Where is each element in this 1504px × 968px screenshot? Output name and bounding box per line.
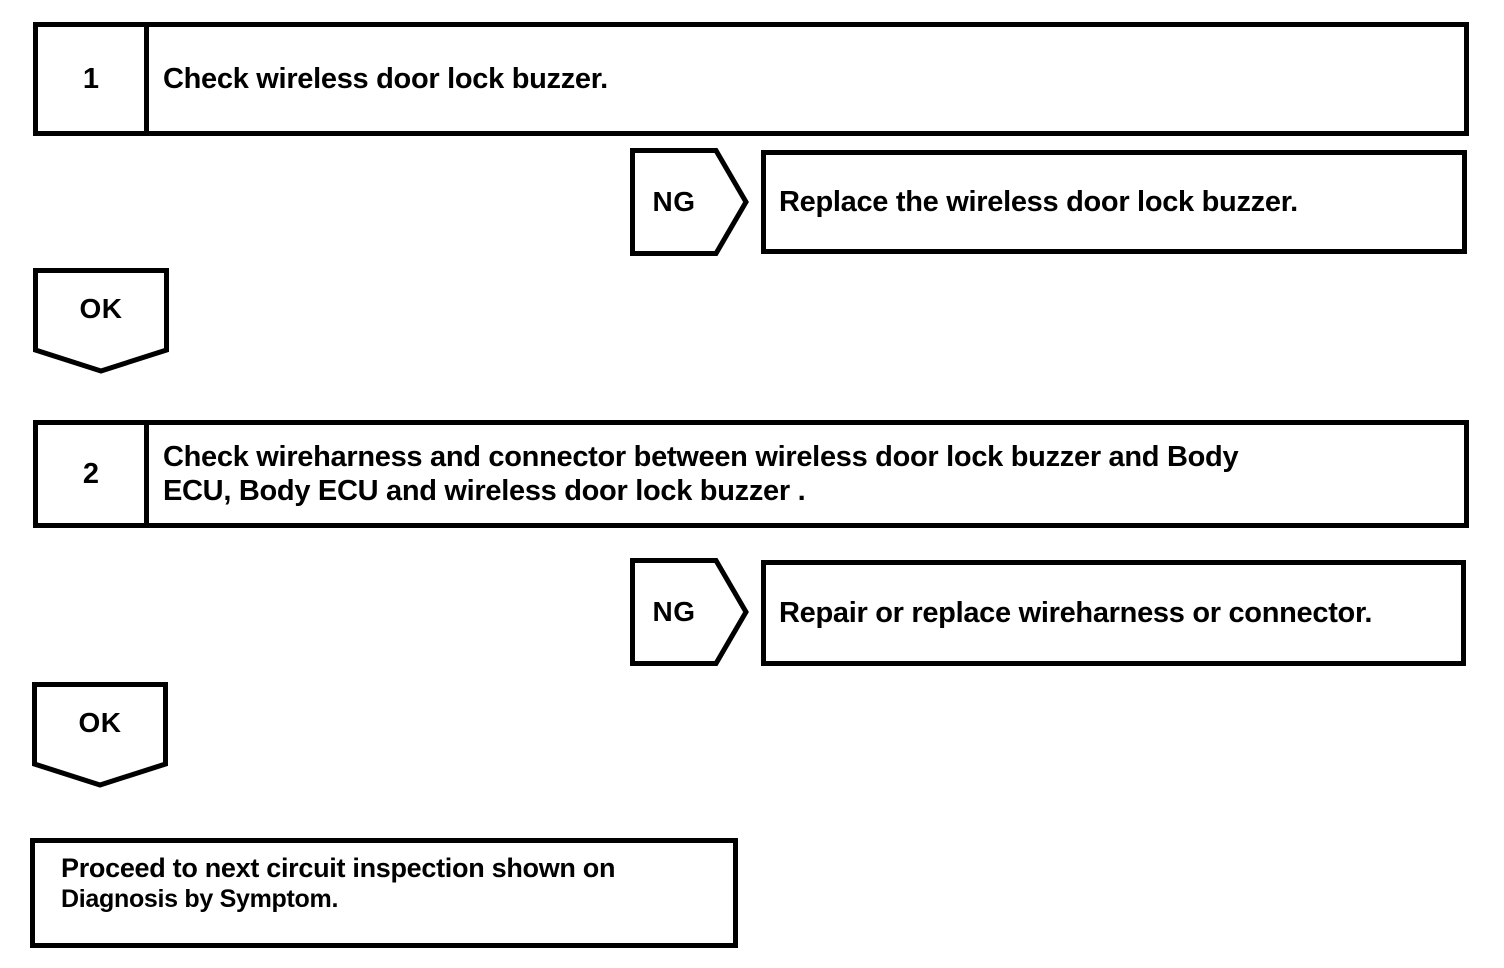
ng-arrow-shape-2 xyxy=(630,558,749,666)
ng-result-2-text: Repair or replace wireharness or connect… xyxy=(779,596,1373,629)
ok-label-1: OK xyxy=(79,293,123,324)
ng-result-1-box: Replace the wireless door lock buzzer. xyxy=(761,150,1467,254)
ng-connector-2: NG xyxy=(630,558,749,666)
ng-label-1: NG xyxy=(652,186,696,217)
step-1-number: 1 xyxy=(38,27,149,131)
step-2-box: 2 Check wireharness and connector betwee… xyxy=(33,420,1469,528)
ok-arrow-shape-2 xyxy=(32,682,168,788)
ng-result-1-text: Replace the wireless door lock buzzer. xyxy=(779,185,1298,218)
ng-label-2: NG xyxy=(652,596,696,627)
ok-connector-1: OK xyxy=(33,268,169,374)
step-2-number: 2 xyxy=(38,425,149,523)
ok-arrow-shape-1 xyxy=(33,268,169,374)
ok-label-2: OK xyxy=(78,707,122,738)
end-line-1: Proceed to next circuit inspection shown… xyxy=(61,853,616,883)
step-1-instruction-text: Check wireless door lock buzzer. xyxy=(163,63,608,95)
step-1-box: 1 Check wireless door lock buzzer. xyxy=(33,22,1469,136)
ng-arrow-shape-1 xyxy=(630,148,749,256)
ng-connector-1: NG xyxy=(630,148,749,256)
step-2-instruction-line-2: ECU, Body ECU and wireless door lock buz… xyxy=(163,475,806,507)
step-2-instruction-line-1: Check wireharness and connector between … xyxy=(163,441,1239,473)
end-box: Proceed to next circuit inspection shown… xyxy=(30,838,738,948)
ok-connector-2: OK xyxy=(32,682,168,788)
ng-result-2-box: Repair or replace wireharness or connect… xyxy=(761,560,1466,666)
step-2-instruction: Check wireharness and connector between … xyxy=(149,425,1464,523)
step-1-instruction: Check wireless door lock buzzer. xyxy=(149,27,1464,131)
end-line-2: Diagnosis by Symptom. xyxy=(61,885,339,913)
